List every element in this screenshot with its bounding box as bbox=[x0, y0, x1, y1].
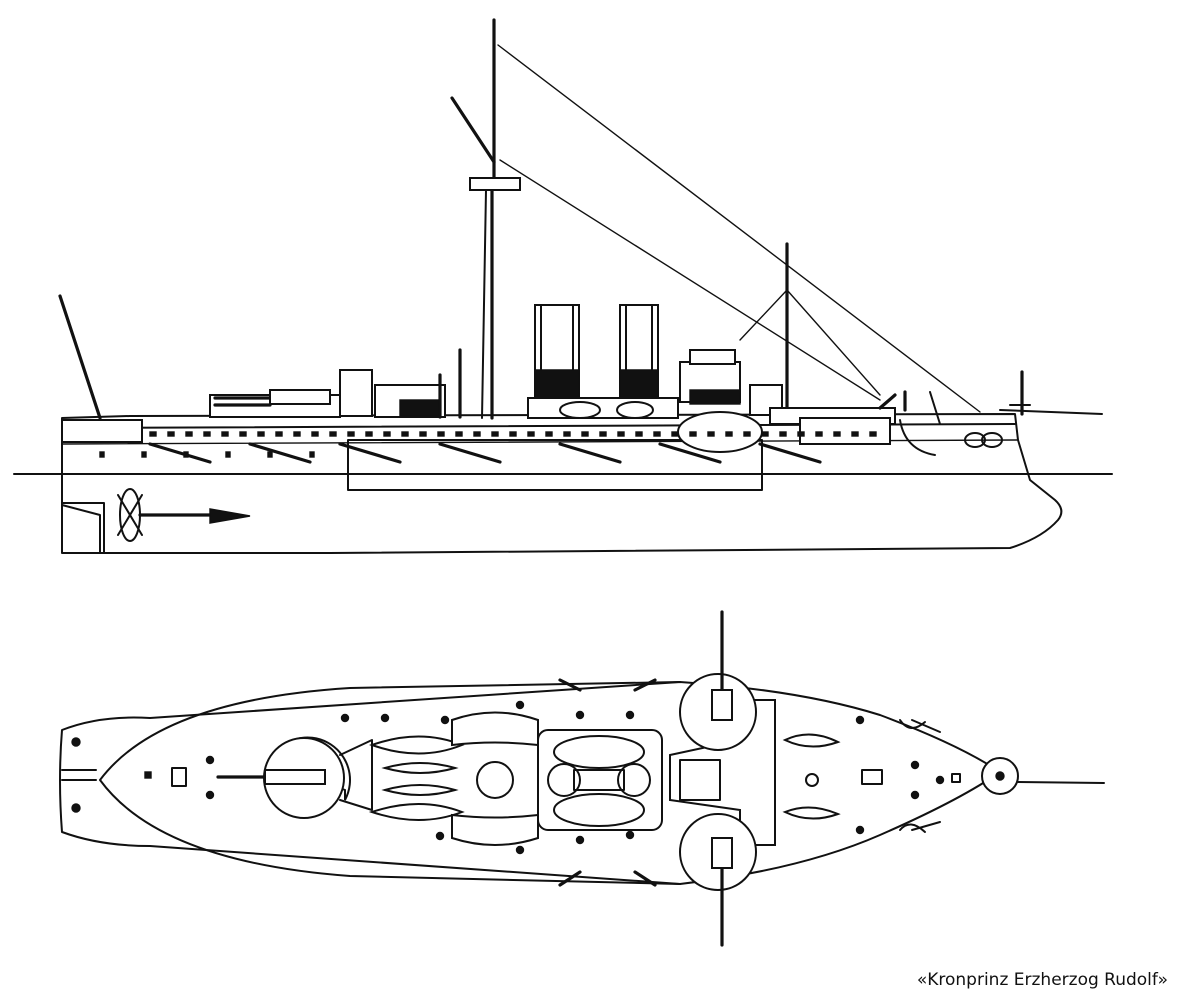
funnels bbox=[534, 304, 659, 404]
net-booms bbox=[148, 442, 822, 464]
caption: «Kronprinz Erzherzog Rudolf» bbox=[916, 970, 1168, 990]
plan-funnels bbox=[537, 729, 663, 831]
midship-house bbox=[527, 397, 679, 419]
armour-belt bbox=[347, 439, 763, 491]
plan-forward-superstructure bbox=[669, 610, 776, 947]
plan-fittings bbox=[205, 678, 945, 887]
plan-forecastle bbox=[782, 719, 1105, 833]
rudder bbox=[61, 502, 105, 554]
plan-boats bbox=[368, 711, 539, 846]
plan-hull-outline bbox=[59, 681, 1001, 885]
aft-superstructure bbox=[339, 348, 462, 419]
stern-house bbox=[61, 419, 143, 443]
foremast bbox=[739, 242, 881, 412]
aft-barbette bbox=[209, 389, 341, 418]
plan-aft-turret bbox=[216, 736, 373, 819]
bow-details bbox=[929, 370, 1103, 448]
forward-barbette bbox=[769, 390, 936, 456]
side-elevation bbox=[13, 18, 1113, 554]
plan-stern bbox=[61, 737, 187, 813]
plan-view bbox=[59, 610, 1105, 947]
stern-flagstaff bbox=[58, 294, 102, 420]
portholes bbox=[99, 431, 877, 458]
deck-boats bbox=[559, 401, 654, 419]
plan-deck-line bbox=[99, 681, 681, 885]
hull-outline bbox=[61, 413, 1063, 554]
forward-superstructure bbox=[677, 349, 783, 453]
propeller bbox=[117, 488, 251, 542]
main-mast bbox=[450, 18, 981, 420]
